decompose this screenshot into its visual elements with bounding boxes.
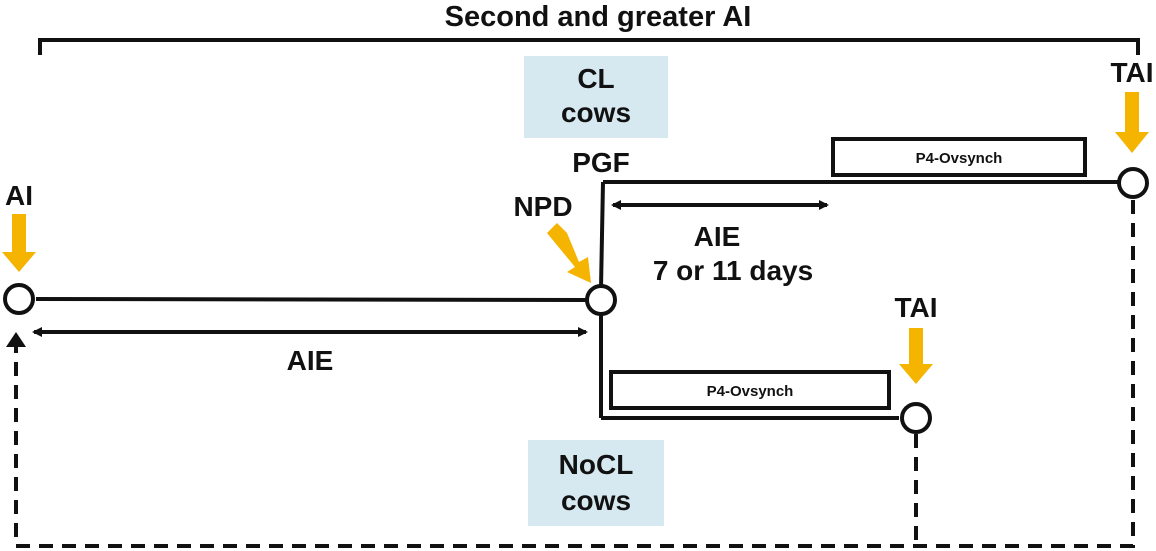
timeline-ai-to-npd: [35, 297, 589, 302]
tai-top-yellow-arrow: [1115, 92, 1149, 153]
p4-ovsynch-box-bottom: [609, 370, 891, 410]
branch-vertical-up: [599, 181, 605, 289]
tai-nocl-node: [900, 402, 932, 434]
ai-node: [3, 283, 35, 315]
npd-yellow-arrow: [547, 223, 591, 283]
top-bracket-label: Second and greater AI: [445, 1, 752, 33]
cl-cows-line2: cows: [561, 97, 631, 128]
tai-top-label: TAI: [1110, 57, 1153, 88]
aie-right-label: AIE: [694, 221, 741, 252]
pgf-label: PGF: [572, 147, 630, 178]
npd-label: NPD: [513, 191, 572, 222]
tai-bottom-yellow-arrow: [899, 328, 933, 384]
ai-yellow-arrow: [2, 214, 36, 272]
dashed-return-loop: [14, 200, 1135, 548]
dashed-return-arrowhead: [6, 332, 26, 347]
nocl-cows-line1: NoCL: [559, 449, 634, 480]
cl-cows-box: [524, 56, 668, 138]
nocl-cows-line2: cows: [561, 485, 631, 516]
ai-label: AI: [5, 180, 33, 211]
tai-cl-node: [1117, 167, 1149, 199]
npd-node: [585, 284, 617, 316]
tai-bottom-label: TAI: [894, 292, 937, 323]
p4-ovsynch-box-top: [831, 137, 1087, 177]
p4-ovsynch-label-top: P4-Ovsynch: [916, 150, 1003, 167]
top-bracket: [38, 38, 1140, 55]
cl-cows-line1: CL: [577, 63, 614, 94]
aie-days-label: 7 or 11 days: [653, 255, 813, 286]
aie-left-label: AIE: [287, 345, 334, 376]
p4-ovsynch-label-bottom: P4-Ovsynch: [707, 383, 794, 400]
nocl-cows-box: [528, 440, 664, 526]
